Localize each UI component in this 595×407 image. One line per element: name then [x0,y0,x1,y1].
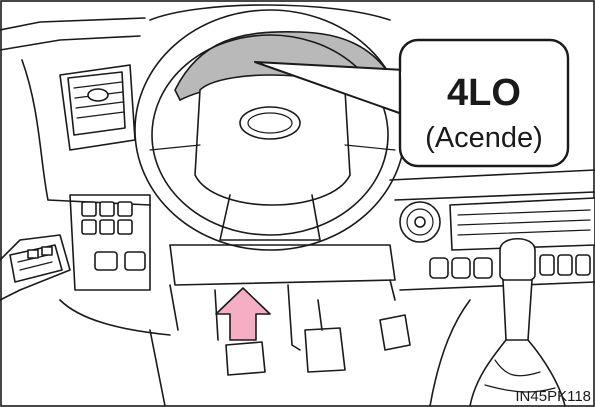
right-air-vent [400,202,440,242]
callout-mode-label: 4LO [447,72,521,114]
left-air-vent [68,72,125,135]
steering-emblem [240,107,300,139]
figure-code: IN45PK118 [515,388,591,405]
callout-status-label: (Acende) [425,122,543,154]
